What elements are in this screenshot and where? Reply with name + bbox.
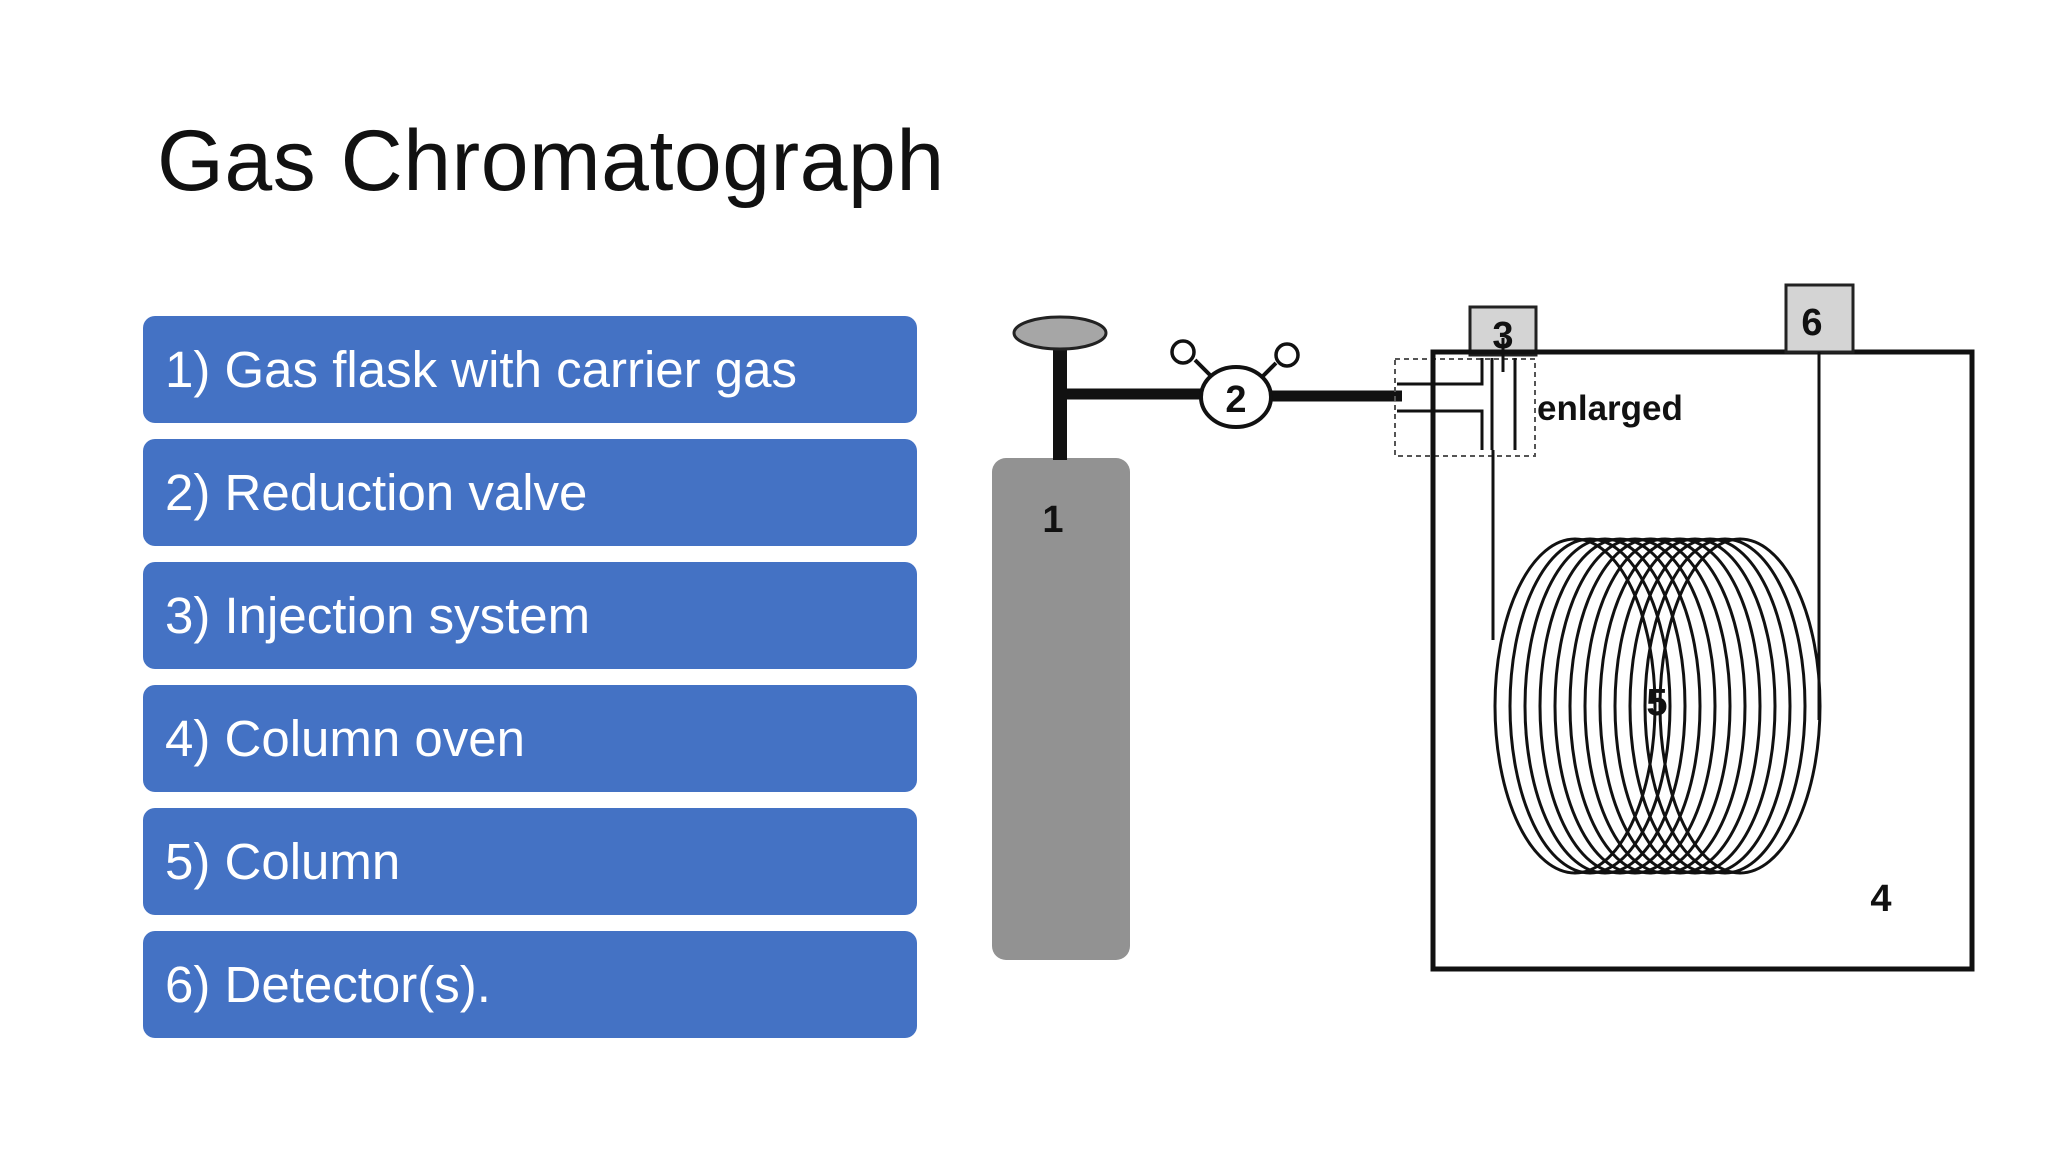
gas-flask-neck xyxy=(1053,343,1067,460)
reduction-valve-number: 2 xyxy=(1225,379,1246,421)
detector-box xyxy=(1784,283,1855,354)
slide-title: Gas Chromatograph xyxy=(157,113,945,209)
valve-gauge-stem-right xyxy=(1259,361,1278,380)
column-oven-box xyxy=(1430,349,1975,972)
component-item-injection-system: 3) Injection system xyxy=(143,562,917,669)
detector-number: 6 xyxy=(1801,302,1822,344)
column-coil xyxy=(1493,537,1822,875)
component-item-column: 5) Column xyxy=(143,808,917,915)
enlarged-label: enlarged xyxy=(1537,389,1683,428)
gas-flask: 1 xyxy=(992,315,1130,960)
injector-body xyxy=(1397,358,1484,450)
column-number: 5 xyxy=(1646,682,1667,724)
reduction-valve: 2 xyxy=(1170,339,1300,429)
column-oven-number: 4 xyxy=(1870,878,1891,920)
injection-system-number: 3 xyxy=(1492,315,1513,357)
component-item-gas-flask: 1) Gas flask with carrier gas xyxy=(143,316,917,423)
valve-gauge-left xyxy=(1170,339,1196,365)
enlarged-zone-outline xyxy=(1394,358,1536,457)
gas-flask-body xyxy=(992,458,1130,960)
component-item-column-oven: 4) Column oven xyxy=(143,685,917,792)
component-list: 1) Gas flask with carrier gas 2) Reducti… xyxy=(143,316,917,1054)
detector: 6 xyxy=(1784,283,1855,354)
column-oven: 4 xyxy=(1430,349,1975,972)
gas-flask-number: 1 xyxy=(1042,499,1063,541)
component-item-detector: 6) Detector(s). xyxy=(143,931,917,1038)
injection-system: 3 enlarged xyxy=(1394,305,1683,457)
valve-gauge-right xyxy=(1274,342,1300,368)
valve-body xyxy=(1199,365,1273,429)
component-item-reduction-valve: 2) Reduction valve xyxy=(143,439,917,546)
column: 5 xyxy=(1491,352,1822,875)
gas-flask-cap xyxy=(1012,315,1108,351)
